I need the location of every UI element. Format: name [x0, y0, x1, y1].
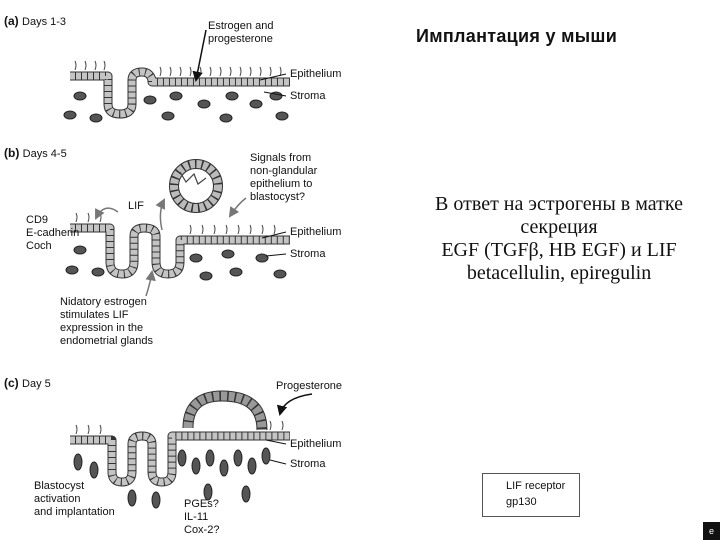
- label-line: IL-11: [184, 511, 209, 523]
- panel-b-signal-arrow: [228, 197, 247, 218]
- panel-b-nidatory-arrow: [145, 269, 156, 297]
- panel-a-stroma-cells: [63, 91, 289, 123]
- panel-b-day: Days 4-5: [22, 148, 67, 160]
- panel-b-lif-label: LIF: [128, 200, 144, 212]
- panel-c-day: Day 5: [22, 378, 51, 390]
- panel-c-epithelium-label: Epithelium: [290, 438, 342, 450]
- panel-b-signals-label: Signals from non-glandular epithelium to…: [250, 152, 317, 204]
- label-line: CD9: [26, 214, 49, 226]
- panel-a-hormone-arrow: [192, 29, 207, 83]
- panel-b-nidatory-label: Nidatory estrogen stimulates LIF express…: [60, 296, 153, 348]
- panel-c-tag: (c): [4, 376, 19, 390]
- slide-title: Имплантация у мыши: [416, 26, 618, 46]
- label-line: blastocyst?: [250, 191, 306, 203]
- label-line: Estrogen and: [208, 20, 274, 32]
- panel-c-blastocyst-label: Blastocyst activation and implantation: [34, 480, 115, 519]
- panel-c-progesterone-label: Progesterone: [276, 380, 343, 392]
- panel-b-stroma-pointer: [265, 253, 287, 257]
- legend-lif-receptor-label: LIF receptor: [506, 480, 566, 492]
- panel-b-tag: (b): [4, 146, 20, 160]
- panel-a-hormone-label: Estrogen and progesterone: [208, 20, 273, 46]
- label-line: PGEs?: [184, 498, 219, 510]
- panel-c-factors-label: PGEs? IL-11 Cox-2?: [184, 498, 219, 537]
- body-line: В ответ на эстрогены в матке: [435, 193, 683, 215]
- label-line: epithelium to: [250, 178, 313, 190]
- label-line: Nidatory estrogen: [60, 296, 147, 308]
- slide-body-text: В ответ на эстрогены в матке секреция EG…: [398, 193, 720, 285]
- panel-a-header: (a) Days 1-3: [4, 14, 66, 28]
- label-line: progesterone: [208, 33, 273, 45]
- panel-a-tag: (a): [4, 14, 19, 28]
- panel-b-lif-arrow-gland: [155, 198, 165, 231]
- label-line: activation: [34, 493, 81, 505]
- panel-c-header: (c) Day 5: [4, 376, 51, 390]
- panel-c-epithelium-pointer: [265, 439, 287, 445]
- label-line: expression in the: [60, 322, 144, 334]
- panel-a-epithelium: [70, 67, 290, 119]
- label-line: Coch: [26, 240, 52, 252]
- label-line: non-glandular: [250, 165, 318, 177]
- label-line: E-cadherin: [26, 227, 80, 239]
- panel-b-stroma-label: Stroma: [290, 248, 326, 260]
- panel-b-blastocyst: [169, 159, 223, 213]
- panel-c-epithelium: [70, 431, 290, 487]
- label-line: stimulates LIF: [60, 309, 129, 321]
- panel-a-epithelium-pointer: [259, 73, 287, 81]
- panel-c-stroma-pointer: [269, 459, 287, 465]
- panel-c-stroma-label: Stroma: [290, 458, 326, 470]
- label-line: Cox-2?: [184, 524, 220, 536]
- panel-b-lif-arrow: [95, 207, 119, 220]
- panel-b-epithelium: [70, 223, 290, 279]
- legend-box: [482, 473, 580, 517]
- panel-b-header: (b) Days 4-5: [4, 146, 67, 160]
- panel-a-microvilli: [74, 60, 282, 77]
- body-line: EGF (TGFβ, HB EGF) и LIF: [441, 239, 677, 261]
- body-line: секреция: [520, 216, 598, 238]
- panel-a-stroma-pointer: [263, 91, 287, 97]
- panel-c-microvilli: [75, 420, 284, 435]
- panel-a-stroma-label: Stroma: [290, 90, 326, 102]
- publisher-logo: e: [703, 522, 720, 540]
- body-line: betacellulin, epiregulin: [466, 262, 652, 284]
- label-line: endometrial glands: [60, 335, 153, 347]
- panel-b-stroma-cells: [65, 245, 287, 281]
- panel-b-epithelium-pointer: [261, 231, 287, 239]
- legend-gp130-label: gp130: [506, 496, 537, 508]
- panel-c-stroma-cells: [73, 447, 271, 509]
- label-line: Blastocyst: [34, 480, 85, 492]
- panel-c-blastocyst: [182, 390, 268, 431]
- panel-b-markers-label: CD9 E-cadherin Coch: [26, 214, 79, 253]
- label-line: Signals from: [250, 152, 312, 164]
- panel-b-epithelium-label: Epithelium: [290, 226, 342, 238]
- panel-a-day: Days 1-3: [22, 16, 67, 28]
- panel-a-epithelium-label: Epithelium: [290, 68, 342, 80]
- label-line: and implantation: [34, 506, 115, 518]
- panel-c-progesterone-arrow: [276, 393, 313, 417]
